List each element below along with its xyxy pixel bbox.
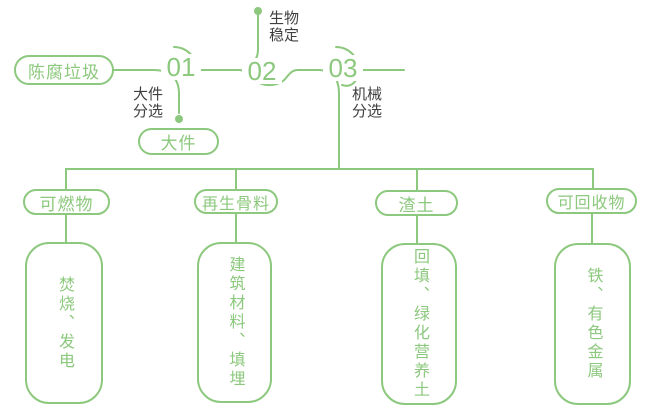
category-residue-soil: 渣土 <box>375 190 458 216</box>
bulky-branch-dot <box>175 115 183 123</box>
stage-01-label-bulky-sorting: 大件 分选 <box>133 86 164 120</box>
products-aggregate-box: 建筑材料、填埋 <box>197 242 272 403</box>
bulky-item-node: 大件 <box>138 128 219 155</box>
category-recycled-aggregate-label: 再生骨料 <box>201 195 270 213</box>
source-node-label: 陈腐垃圾 <box>28 62 100 82</box>
category-combustible-label: 可燃物 <box>39 194 94 214</box>
stage-number-03: 03 <box>323 55 363 81</box>
stage-02-label-bio-stabilization: 生物 稳定 <box>269 10 300 44</box>
products-recyclable-text: 铁、有色金属 <box>584 267 602 381</box>
products-residue-box: 回填、绿化营养土 <box>381 243 457 405</box>
wire-03-down-branch <box>317 69 340 170</box>
bio-branch-dot <box>254 7 262 15</box>
wire-distribution-bus <box>65 168 594 191</box>
products-residue-text: 回填、绿化营养土 <box>411 248 428 400</box>
category-recycled-aggregate: 再生骨料 <box>194 189 278 214</box>
bulky-item-label: 大件 <box>160 134 197 153</box>
stage-03-label-mechanical-sorting: 机械 分选 <box>352 86 383 120</box>
category-combustible: 可燃物 <box>23 189 110 215</box>
products-recyclable-box: 铁、有色金属 <box>554 243 631 405</box>
source-node: 陈腐垃圾 <box>14 55 114 85</box>
products-combustible-box: 焚烧、发电 <box>25 242 103 404</box>
stage-number-02: 02 <box>242 58 282 84</box>
category-recyclable: 可回收物 <box>546 188 637 214</box>
category-residue-soil-label: 渣土 <box>398 195 435 215</box>
products-aggregate-text: 建筑材料、填埋 <box>226 256 244 389</box>
stage-number-01: 01 <box>161 54 201 80</box>
wire-03-hook <box>341 79 357 87</box>
category-recyclable-label: 可回收物 <box>557 195 626 212</box>
products-combustible-text: 焚烧、发电 <box>56 275 73 371</box>
